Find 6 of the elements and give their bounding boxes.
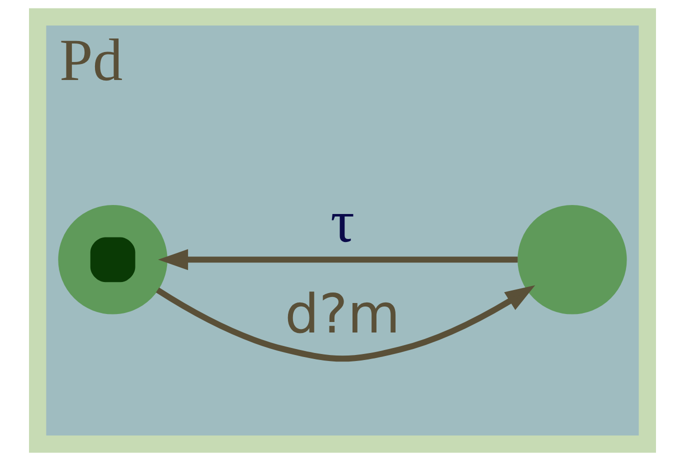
- edge-label: τ: [330, 188, 354, 255]
- node-circle: [58, 205, 167, 314]
- arrow: [155, 285, 535, 362]
- edge-label: d?m: [284, 282, 400, 346]
- node-circle: [517, 205, 626, 314]
- arrow: [158, 249, 518, 270]
